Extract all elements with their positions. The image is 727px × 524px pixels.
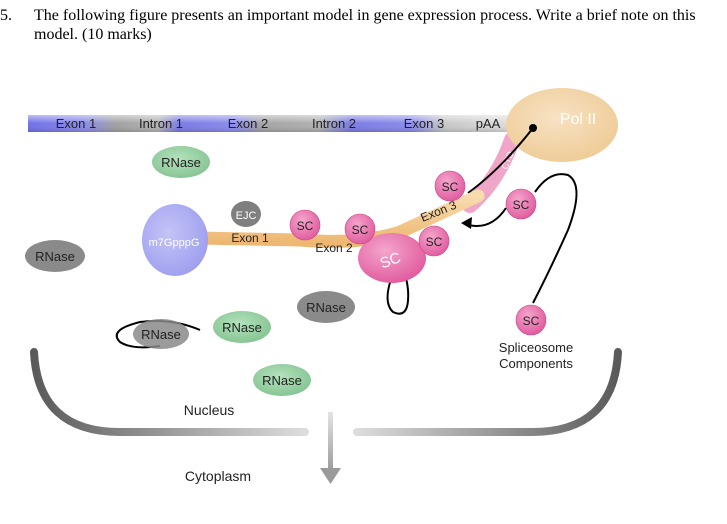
mrna-exon-2-label: Exon 2 [315,241,353,255]
sc-label: SC [523,314,540,328]
rnase-particle: RNase [253,364,311,396]
spliceosome-components-label-line1: Spliceosome [499,340,573,355]
cytoplasm-label: Cytoplasm [185,468,251,484]
sc-circle [434,170,466,202]
rnase-label: RNase [222,320,262,335]
sc-label: SC [513,198,530,212]
gene-bar: Exon 1 Intron 1 Exon 2 Intron 2 Exon 3 p… [28,115,548,132]
spliceosome-recycling-loop [532,173,578,304]
rnase-particle: RNase [25,240,85,272]
question-number: 5. [0,7,12,24]
sc-particle: SC [434,170,466,202]
rnase-label: RNase [141,327,181,342]
rnase-label: RNase [35,249,75,264]
gene-label-exon-2: Exon 2 [228,116,268,131]
nuclear-membrane-left [30,348,309,436]
spliceosome-large [358,233,426,283]
sc-label: SC [297,219,314,233]
pol-ii-label: Pol II [560,111,596,128]
gene-label-intron-2: Intron 2 [312,116,356,131]
rnase-ellipse [253,364,311,396]
cap-label: m7GpppG [149,237,200,249]
export-arrow-shaft [328,412,333,472]
sc-circle [505,188,537,220]
rnase-ellipse [297,291,355,323]
sc-particle: SC [418,225,450,257]
rnase-ellipse [25,240,85,272]
sc-circle [344,213,376,245]
sc-particle: SC [289,209,321,241]
rnase-particle: RNase [213,311,271,343]
gene-label-exon-3: Exon 3 [404,116,444,131]
rnase-particle: RNase [115,319,201,349]
rnase-particle: RNase [297,291,355,323]
mrna-exon-1-label: Exon 1 [231,231,269,245]
ejc-label: EJC [236,210,257,222]
nuclear-membrane-right [353,348,622,436]
sc-particle: SC [344,213,376,245]
export-arrowhead-icon [320,468,341,484]
sc-particle: SC [515,304,547,336]
cap-structure [142,204,208,276]
rnase-ellipse [133,319,189,349]
spliceosome-components-label-line2: Components [499,356,573,371]
sc-circle [418,225,450,257]
gene-bar-shading [28,115,548,132]
rnase-label: RNase [161,155,201,170]
nascent-rna-line [467,127,534,194]
gene-label-paa: pAA [476,116,501,131]
rnase-label: RNase [262,373,302,388]
sc-particle: SC [505,188,537,220]
rnase-label: RNase [306,300,346,315]
sc-label: SC [426,235,443,249]
sc-label: SC [352,223,369,237]
sc-circle [515,304,547,336]
question-text: The following figure presents an importa… [34,7,696,43]
ejc [231,201,261,227]
sc-label: SC [442,180,459,194]
pol-ii [506,88,618,162]
gene-label-intron-1: Intron 1 [139,116,183,131]
nucleus-label: Nucleus [184,402,235,418]
gene-label-exon-1: Exon 1 [56,116,96,131]
rnase-ellipse [152,146,210,178]
spliceosome-large-label: SC [378,249,404,272]
sc-circle [289,209,321,241]
rnase-ellipse [213,311,271,343]
rnase-particle: RNase [152,146,210,178]
recycle-arrowhead-icon [461,217,472,229]
